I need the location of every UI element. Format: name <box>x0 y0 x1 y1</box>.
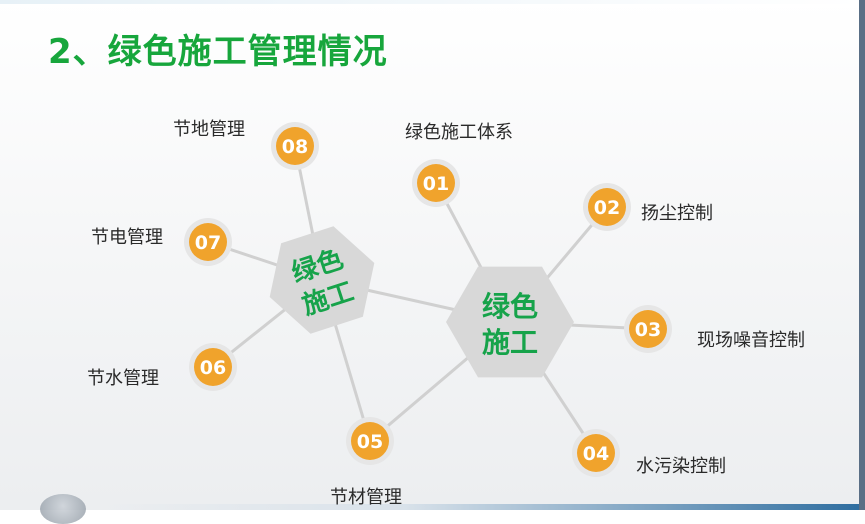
badge-circle <box>194 348 232 386</box>
bottom-accent-strip <box>100 504 859 510</box>
item-badge-02: 02 <box>583 183 631 231</box>
badge-number: 07 <box>195 232 221 254</box>
item-label: 水污染控制 <box>636 456 726 477</box>
item-badge-08: 08 <box>271 122 319 170</box>
badge-circle <box>189 223 227 261</box>
item-badge-03: 03 <box>624 305 672 353</box>
item-label: 节地管理 <box>173 119 245 140</box>
hub-hexagon: 绿色施工 <box>446 266 574 378</box>
hub-group: 绿色施工绿色施工 <box>269 226 574 378</box>
badge-circle <box>588 188 626 226</box>
hub-label-line1: 绿色 <box>482 290 538 323</box>
badge-circle <box>417 164 455 202</box>
item-badge-01: 01 <box>412 159 460 207</box>
badge-number: 03 <box>635 319 661 341</box>
item-label: 扬尘控制 <box>641 203 713 224</box>
hexagon-shape <box>446 266 574 378</box>
item-label: 绿色施工体系 <box>405 122 513 143</box>
badge-number: 05 <box>357 431 383 453</box>
item-label: 现场噪音控制 <box>697 330 805 351</box>
slide-background <box>0 0 865 510</box>
badge-number: 01 <box>423 173 449 195</box>
badge-circle <box>629 310 667 348</box>
item-badge-07: 07 <box>184 218 232 266</box>
item-badge-04: 04 <box>572 429 620 477</box>
node-group: 01 绿色施工体系 02 扬尘控制 03 现场噪音控制 04 水污染控制 05 节材管理 06 节水管… <box>87 119 805 508</box>
badge-circle <box>276 127 314 165</box>
item-badge-06: 06 <box>189 343 237 391</box>
badge-circle <box>577 434 615 472</box>
badge-number: 06 <box>200 357 226 379</box>
badge-number: 08 <box>282 136 308 158</box>
slide-title: 2、绿色施工管理情况 <box>48 32 388 72</box>
item-badge-05: 05 <box>346 417 394 465</box>
hexagon-shape <box>269 226 375 334</box>
hub-hexagon: 绿色施工 <box>269 226 375 334</box>
badge-number: 02 <box>594 197 620 219</box>
hub-label-line2: 施工 <box>482 326 538 359</box>
item-label: 节电管理 <box>91 227 163 248</box>
badge-circle <box>351 422 389 460</box>
badge-number: 04 <box>583 443 609 465</box>
top-accent <box>0 0 865 4</box>
item-label: 节水管理 <box>87 368 159 389</box>
item-label: 节材管理 <box>330 487 402 508</box>
right-edge-bar <box>859 0 865 510</box>
